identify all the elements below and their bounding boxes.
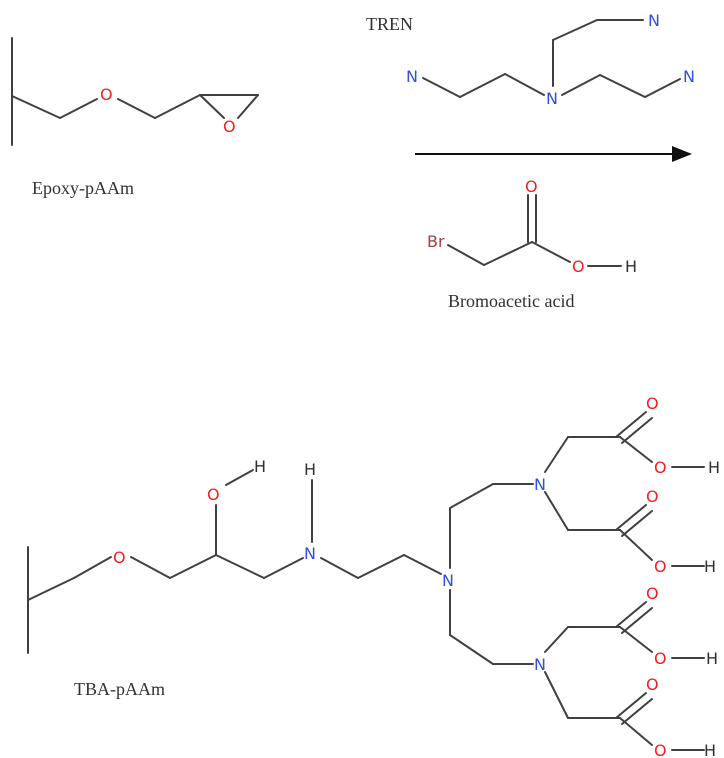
bond xyxy=(11,95,61,119)
bond xyxy=(27,577,75,601)
atom-oxygen: O xyxy=(654,741,667,758)
tren-label: TREN xyxy=(366,14,413,34)
atom-nitrogen: N xyxy=(406,67,418,86)
atom-oxygen: O xyxy=(654,557,667,576)
atom-bromine: Br xyxy=(427,232,445,251)
bromoacetic-acid-label: Bromoacetic acid xyxy=(448,291,574,311)
bond xyxy=(117,98,156,119)
bond xyxy=(619,626,653,653)
bond xyxy=(169,554,217,579)
double-bond xyxy=(621,510,653,537)
epoxide-ring-bond xyxy=(237,94,259,119)
atom-nitrogen: N xyxy=(683,67,695,86)
atom-oxygen: O xyxy=(207,485,220,504)
atom-oxygen: O xyxy=(646,487,659,506)
bond xyxy=(619,717,653,746)
bond xyxy=(552,19,598,41)
epoxy-pAAm-structure: O O xyxy=(11,37,259,146)
bond xyxy=(619,529,653,561)
bond xyxy=(73,556,112,579)
double-bond xyxy=(621,607,653,634)
atom-nitrogen: N xyxy=(534,475,546,494)
atom-hydrogen: H xyxy=(706,649,718,668)
bond xyxy=(403,554,442,575)
atom-nitrogen: N xyxy=(534,655,546,674)
bond xyxy=(59,98,98,119)
double-bond xyxy=(621,698,653,725)
bond xyxy=(459,73,506,98)
bond xyxy=(561,74,601,96)
atom-oxygen: O xyxy=(646,394,659,413)
atom-oxygen: O xyxy=(100,85,113,104)
bond xyxy=(320,557,359,579)
double-bond xyxy=(615,692,647,719)
double-bond xyxy=(615,504,647,531)
bond xyxy=(619,436,653,463)
double-bond xyxy=(621,417,653,444)
bond xyxy=(215,554,265,579)
atom-hydrogen: H xyxy=(704,557,716,576)
atom-hydrogen: H xyxy=(708,458,720,477)
atom-hydrogen: H xyxy=(254,457,266,476)
atom-hydrogen: H xyxy=(704,741,716,758)
bond xyxy=(544,436,569,473)
bond xyxy=(449,634,494,665)
double-bond xyxy=(615,411,647,438)
epoxy-pAAm-label: Epoxy-pAAm xyxy=(32,178,134,198)
bond xyxy=(544,671,569,719)
bond xyxy=(225,469,254,486)
bond xyxy=(504,73,545,96)
atom-oxygen: O xyxy=(654,649,667,668)
atom-hydrogen: H xyxy=(625,257,637,276)
bond xyxy=(544,491,569,531)
tren-structure: N N N N xyxy=(406,11,695,108)
bond xyxy=(263,557,304,579)
bond xyxy=(447,244,485,266)
bond xyxy=(449,483,494,509)
atom-oxygen: O xyxy=(113,548,126,567)
atom-oxygen: O xyxy=(223,117,236,136)
atom-nitrogen: N xyxy=(648,11,660,30)
bond xyxy=(544,626,569,653)
atom-oxygen: O xyxy=(646,675,659,694)
bond xyxy=(130,556,171,579)
atom-oxygen: O xyxy=(525,177,538,196)
tba-pAAm-structure: O O H H N N N N O O H O O H O O H O O H xyxy=(27,394,720,758)
bond xyxy=(531,241,571,263)
bond xyxy=(599,74,646,98)
bond xyxy=(483,241,533,266)
tba-pAAm-label: TBA-pAAm xyxy=(74,679,165,699)
atom-oxygen: O xyxy=(646,584,659,603)
atom-nitrogen: N xyxy=(442,571,454,590)
double-bond xyxy=(615,601,647,628)
atom-nitrogen: N xyxy=(546,89,558,108)
epoxide-ring-bond xyxy=(199,94,225,119)
atom-oxygen: O xyxy=(654,458,667,477)
atom-hydrogen: H xyxy=(304,460,316,479)
bond xyxy=(644,78,681,98)
bond xyxy=(422,77,461,98)
bromoacetic-acid-structure: Br O O H xyxy=(427,177,637,276)
bond xyxy=(357,554,405,579)
atom-nitrogen: N xyxy=(304,544,316,563)
bond xyxy=(154,94,201,119)
atom-oxygen: O xyxy=(572,257,585,276)
